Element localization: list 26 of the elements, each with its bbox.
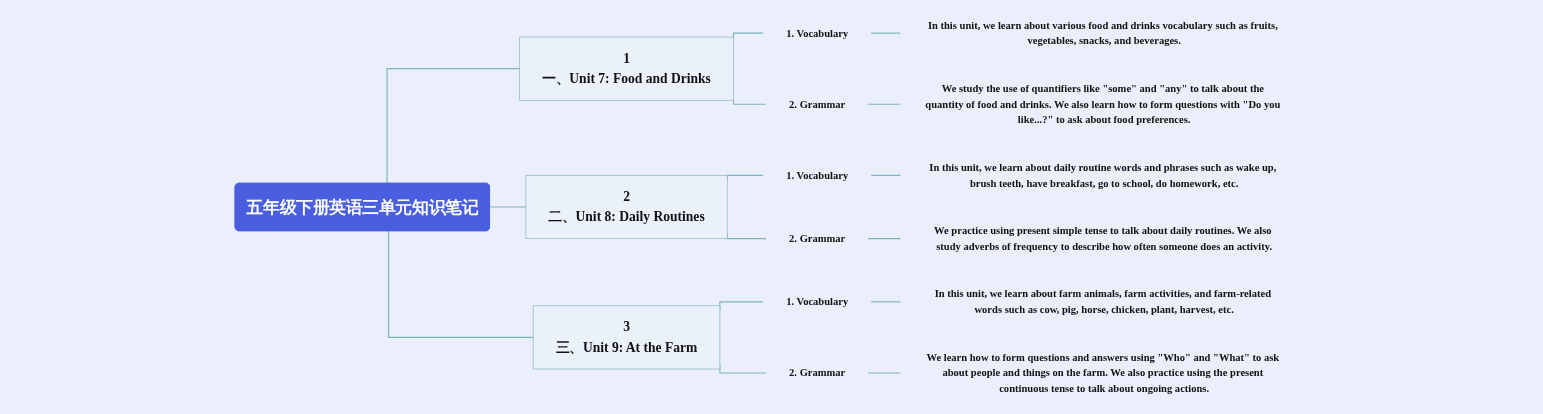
connector (489, 206, 527, 208)
node-text: We practice using present simple tense to talk about daily routines. We also study adverbs of frequency to describe how often someone does an activity. (934, 225, 1273, 253)
connector (870, 32, 902, 34)
connector (870, 301, 902, 303)
node-text: 2. Grammar (789, 367, 846, 379)
node-text: In this unit, we learn about various food and drinks vocabulary such as fruits, vegetables, snacks, and beverages. (928, 19, 1279, 47)
connector (867, 103, 902, 105)
connector (867, 238, 902, 240)
node-box: 2 二、Unit 8: Daily Routines (525, 175, 728, 239)
connector (867, 372, 902, 374)
node-text: 1. Vocabulary (786, 27, 849, 39)
node-box: 3 三、Unit 9: At the Farm (533, 305, 721, 370)
connector (733, 99, 768, 105)
node-text: 2. Grammar (789, 98, 846, 110)
node-text: In this unit, we learn about farm animals, farm activities, and farm-related words such as cow, pig, horse, chicken, plant, harvest, etc. (934, 288, 1272, 316)
connector (870, 174, 902, 176)
node-text: 1. Vocabulary (786, 296, 849, 308)
connector (388, 230, 535, 338)
node-box: 1 一、Unit 7: Food and Drinks (519, 36, 735, 101)
node-text: We learn how to form questions and answers using "Who" and "What" to ask about people and things on the farm. We also practice using the present continuous tense to talk about ongoing actions. (926, 351, 1280, 395)
node-text: We study the use of quantifiers like "some" and "any" to talk about the quantity of food and drinks. We also learn how to form questions with "Do you like...?" to ask about food preferences. (925, 82, 1281, 126)
node-text: 1. Vocabulary (786, 169, 849, 182)
connector (386, 68, 521, 185)
node-text: 2. Grammar (789, 232, 846, 245)
node-text: In this unit, we learn about daily routine words and phrases such as wake up, brush teeth, have breakfast, go to school, do homework, etc. (929, 161, 1277, 189)
connector (733, 32, 765, 39)
